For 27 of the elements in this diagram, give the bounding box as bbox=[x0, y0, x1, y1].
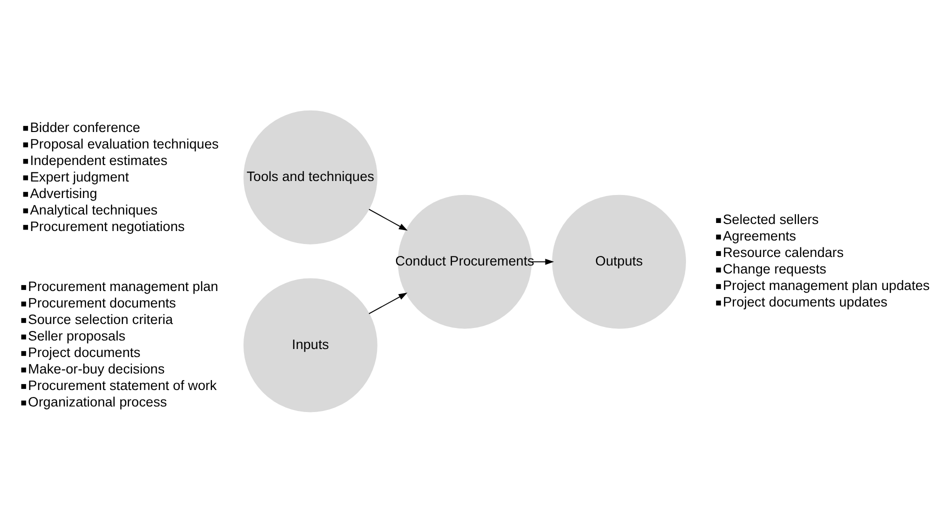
node-label: Bidder conference bbox=[30, 119, 140, 134]
node-label: Procurement documents bbox=[28, 295, 176, 310]
node-label: Change requests bbox=[722, 261, 826, 276]
node-circle: Tools and techniques bbox=[243, 110, 378, 244]
node-label: Independent estimates bbox=[30, 152, 168, 168]
arrow bbox=[531, 258, 554, 264]
node-label: Advertising bbox=[30, 185, 98, 200]
node-label: Organizational process bbox=[28, 394, 167, 410]
node-label: Analytical techniques bbox=[30, 202, 158, 217]
node-label: Procurement management plan bbox=[28, 278, 218, 294]
node-label: Source selection criteria bbox=[28, 312, 173, 327]
node-label: Project management plan updates bbox=[722, 278, 930, 293]
node-label: Resource calendars bbox=[722, 244, 844, 260]
node-label: Procurement statement of work bbox=[28, 378, 217, 393]
arrow bbox=[368, 208, 408, 230]
node-circle: Outputs bbox=[552, 194, 686, 328]
node-label: Make-or-buy decisions bbox=[28, 361, 165, 376]
node-label: Agreements bbox=[722, 228, 796, 244]
node-label: Project documents updates bbox=[722, 294, 888, 310]
node-label: Expert judgment bbox=[30, 168, 129, 184]
node-circle: Inputs bbox=[243, 278, 378, 412]
node-label: Procurement negotiations bbox=[30, 218, 185, 234]
node-label: Selected sellers bbox=[722, 212, 819, 227]
node-label: Project documents bbox=[28, 344, 140, 360]
node-label: Seller proposals bbox=[28, 328, 126, 344]
node-label: Proposal evaluation techniques bbox=[30, 136, 219, 151]
arrow bbox=[368, 292, 408, 314]
